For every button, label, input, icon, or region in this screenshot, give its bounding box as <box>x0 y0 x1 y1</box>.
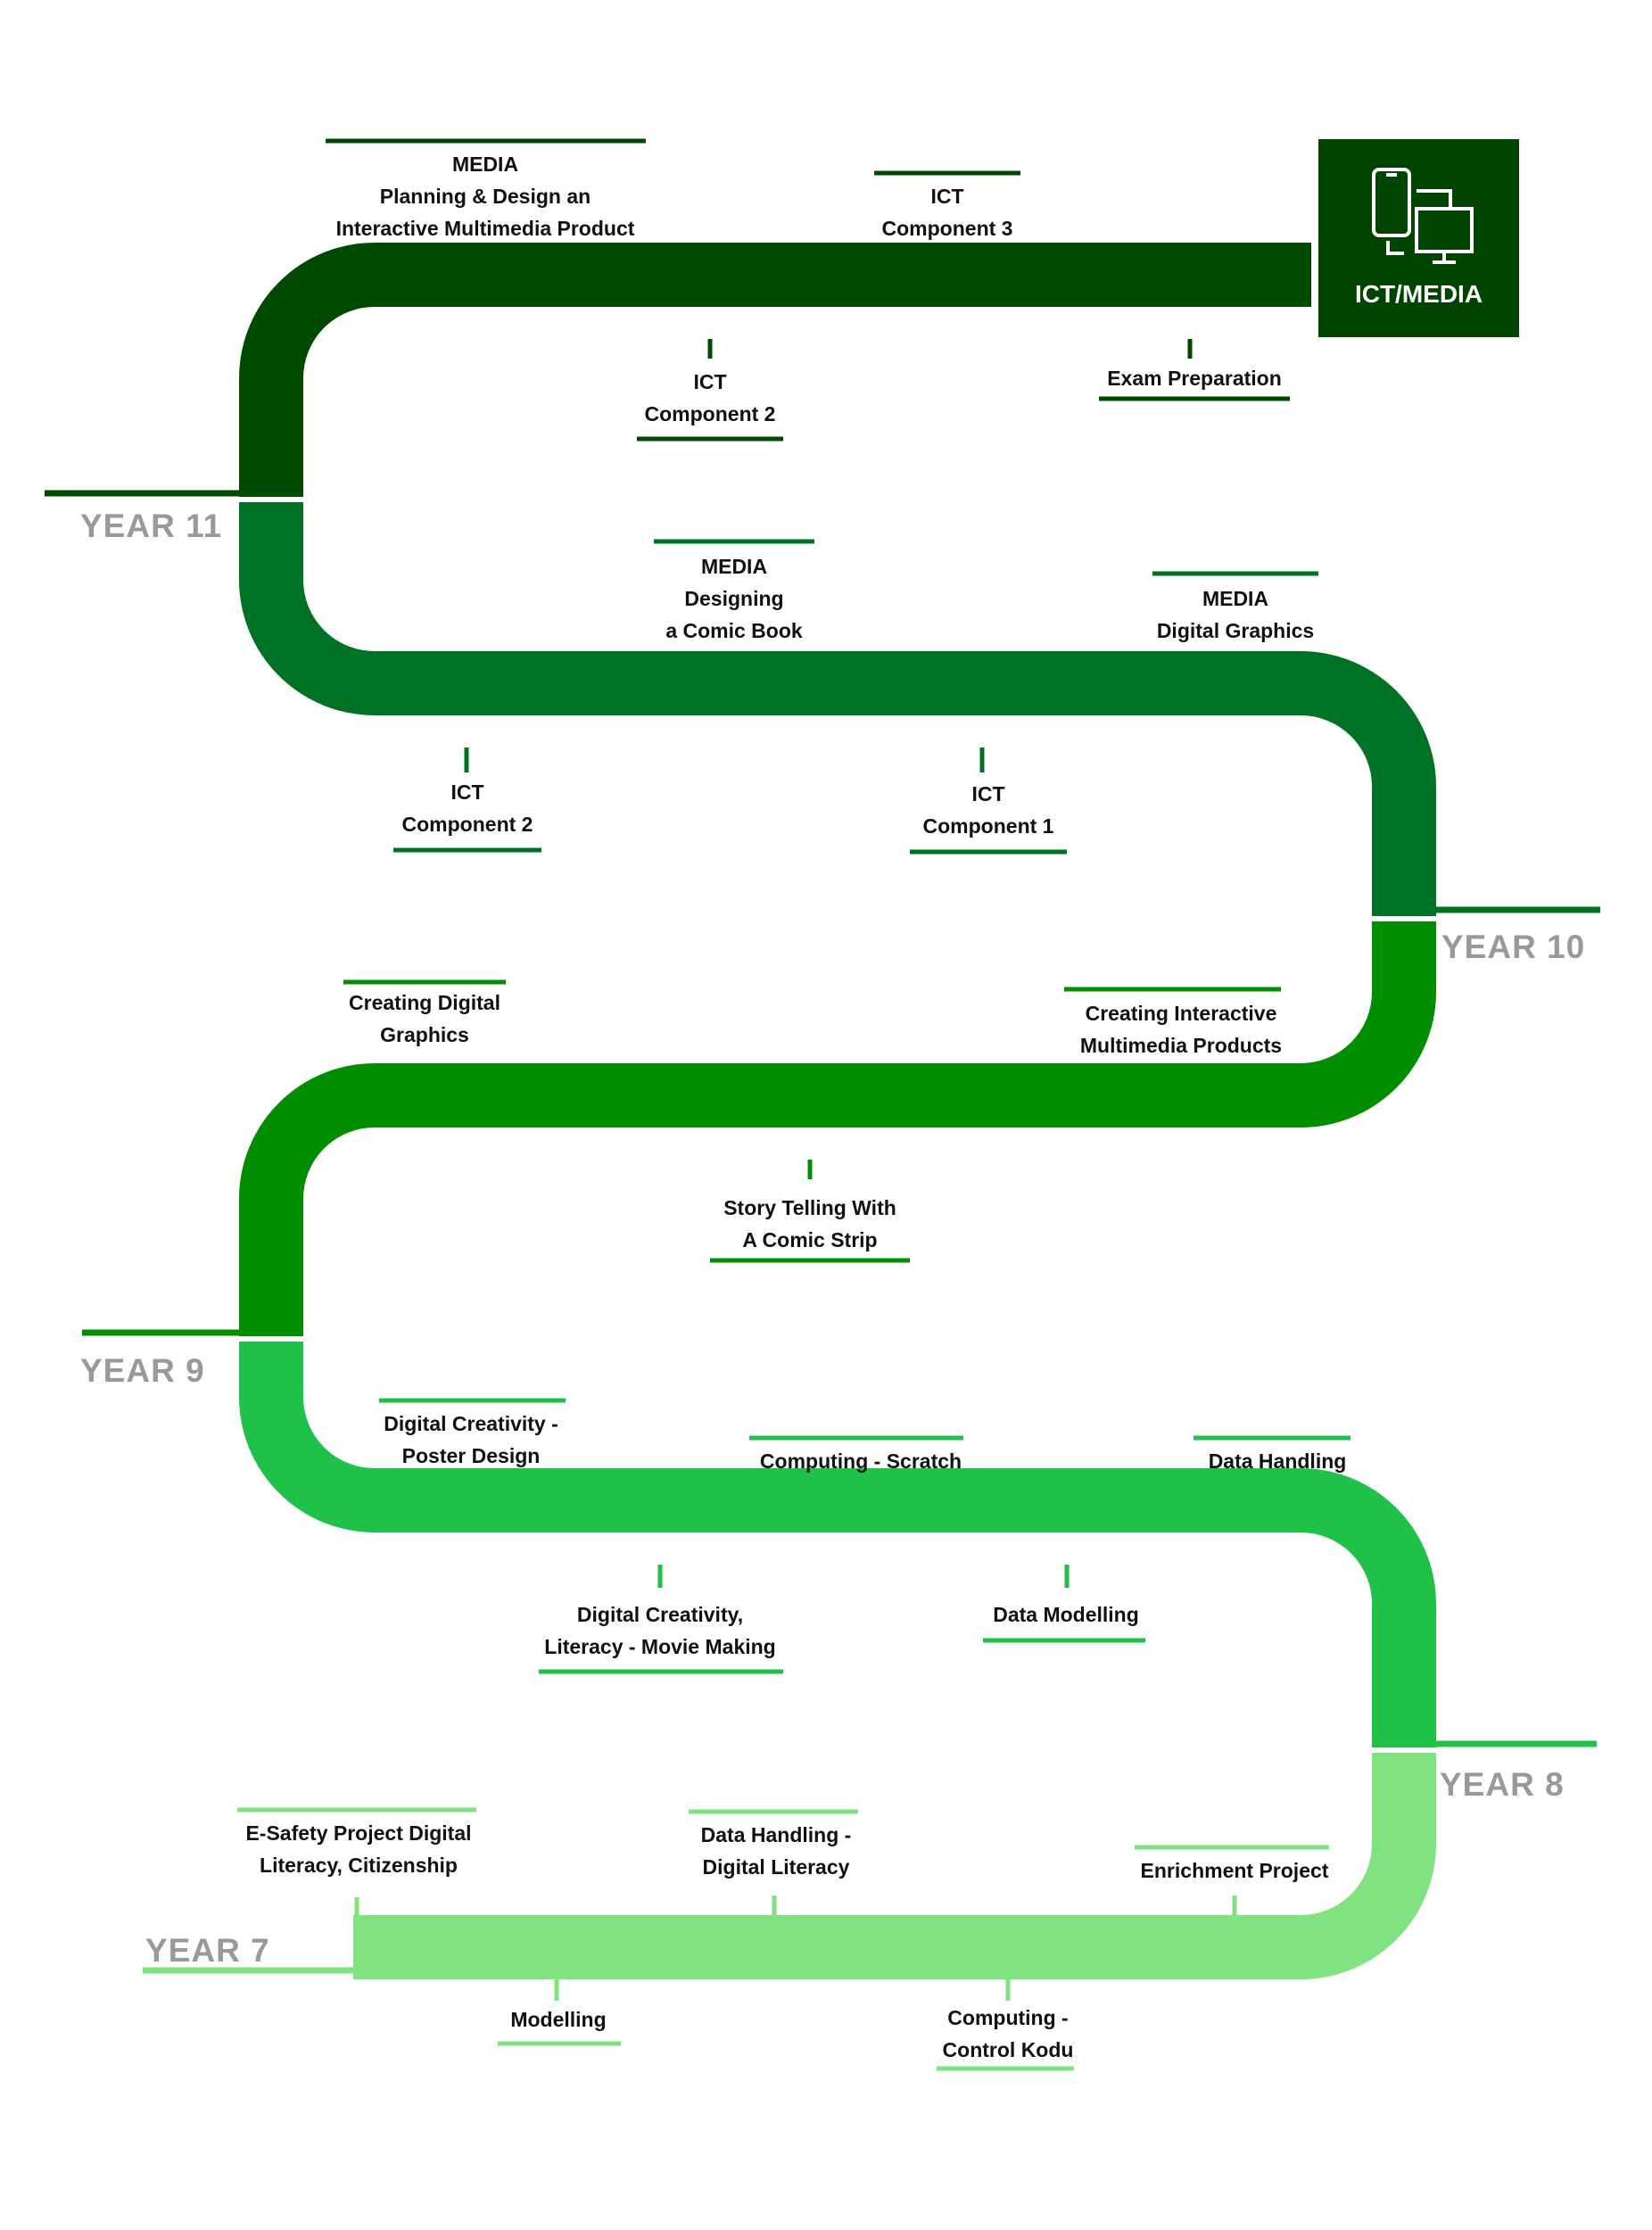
topic-y10-media-comic-book: MEDIA Designing a Comic Book <box>665 555 803 642</box>
y8-markers <box>379 1398 1351 1674</box>
y11-markers <box>326 138 1290 442</box>
y7-markers <box>237 1807 1329 2071</box>
topic-y7-data-handling-literacy: Data Handling - Digital Literacy <box>700 1823 852 1879</box>
year-10-road <box>239 502 1600 916</box>
topic-y9-creating-interactive: Creating Interactive Multimedia Products <box>1079 1002 1283 1057</box>
logo-label: ICT/MEDIA <box>1354 280 1483 308</box>
topic-y8-data-modelling: Data Modelling <box>993 1603 1139 1626</box>
year-7-road <box>143 1753 1436 1979</box>
topic-y11-exam-preparation: Exam Preparation <box>1107 367 1282 390</box>
year-11-label: YEAR 11 <box>80 508 223 544</box>
ict-media-logo: ICT/MEDIA <box>1318 139 1519 337</box>
topic-y11-ict-component-3: ICT Component 3 <box>881 185 1013 240</box>
topic-y7-computing-kodu: Computing - Control Kodu <box>942 2006 1074 2061</box>
year-11-road <box>45 243 1311 497</box>
topic-y11-media-planning: MEDIA Planning & Design an Interactive M… <box>335 153 635 240</box>
devices-icon <box>1372 168 1474 264</box>
topic-y7-esafety: E-Safety Project Digital Literacy, Citiz… <box>245 1821 472 1877</box>
topic-y10-media-digital-graphics: MEDIA Digital Graphics <box>1156 587 1315 642</box>
topic-y10-ict-component-1: ICT Component 1 <box>922 782 1054 838</box>
year-9-label: YEAR 9 <box>80 1352 205 1389</box>
y9-markers <box>343 979 1281 1263</box>
topic-y8-data-handling: Data Handling <box>1208 1450 1347 1473</box>
year-7-label: YEAR 7 <box>145 1932 270 1969</box>
topic-y7-modelling: Modelling <box>510 2008 607 2031</box>
y10-markers <box>393 539 1318 855</box>
topic-y9-story-telling: Story Telling With A Comic Strip <box>723 1196 896 1251</box>
topic-y9-creating-digital-graphics: Creating Digital Graphics <box>349 991 500 1046</box>
topic-y8-movie-making: Digital Creativity, Literacy - Movie Mak… <box>544 1603 776 1658</box>
year-10-label: YEAR 10 <box>1441 929 1586 965</box>
year-9-road <box>82 921 1436 1336</box>
topic-y11-ict-component-2: ICT Component 2 <box>644 370 776 425</box>
topic-y8-computing-scratch: Computing - Scratch <box>759 1450 962 1473</box>
year-8-label: YEAR 8 <box>1440 1766 1565 1803</box>
topic-y8-poster-design: Digital Creativity - Poster Design <box>384 1412 558 1467</box>
year-8-road <box>239 1342 1597 1747</box>
topic-y7-enrichment-project: Enrichment Project <box>1140 1859 1329 1882</box>
topic-y10-ict-component-2: ICT Component 2 <box>401 780 533 836</box>
